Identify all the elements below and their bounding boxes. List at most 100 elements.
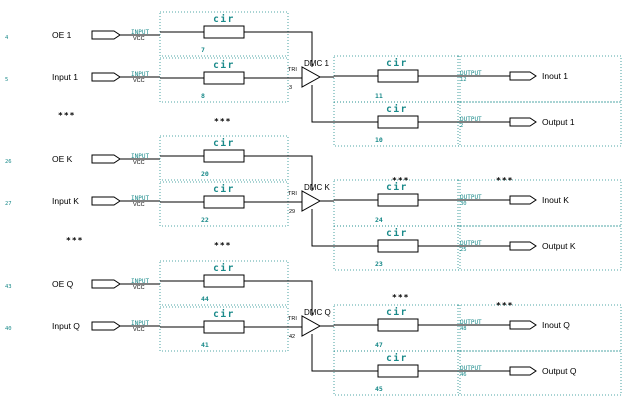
group-1-fb-cir-resistor-icon — [377, 115, 419, 129]
group-1-inout-output-tag: OUTPUT — [460, 70, 482, 77]
group-3-oe-cir-cir-label: cir — [213, 263, 235, 274]
group-3-output-port-icon — [509, 366, 537, 376]
group-2-buffer-label: DMC K — [304, 183, 330, 192]
group-1-in-cir-number: 8 — [201, 92, 205, 100]
ellipsis-5: *** — [392, 176, 409, 185]
group-2-oe-cir-block-outline — [159, 135, 289, 181]
group-2-tri-tag: TRI — [288, 191, 297, 197]
group-1-oe-cir-block-outline — [159, 11, 289, 57]
group-2-out-cir-number: 24 — [375, 216, 383, 224]
group-3-fb-cir-number: 45 — [375, 385, 383, 393]
group-1-output-output-tag: OUTPUT — [460, 116, 482, 123]
group-3-out-cir-resistor-icon — [377, 318, 419, 332]
group-3-buffer-pin: 42 — [289, 334, 295, 340]
group-1-output-pin-number: 2 — [460, 123, 463, 129]
group-1-oe-pin-number: 4 — [5, 35, 9, 41]
group-3-input-label: Input Q — [52, 321, 80, 331]
group-1-in-cir-resistor-icon — [203, 71, 245, 85]
group-1-input-port-icon — [91, 72, 121, 82]
group-3-inout-label: Inout Q — [542, 320, 570, 330]
group-2-input-pin-number: 27 — [5, 201, 12, 207]
group-1-oe-vcc-tag: VCC — [133, 36, 145, 42]
group-1-output-label: Output 1 — [542, 117, 575, 127]
group-2-input-input-tag: INPUT — [131, 195, 149, 202]
group-3-oe-vcc-tag: VCC — [133, 285, 145, 291]
group-1-inout-port-icon — [509, 71, 537, 81]
group-3-out-cir-cir-label: cir — [386, 307, 408, 318]
group-1-buffer-pin: 3 — [289, 85, 292, 91]
group-3-output-pin-number: 46 — [460, 372, 467, 378]
group-2-oe-cir-resistor-icon — [203, 149, 245, 163]
group-1-output-frame — [457, 101, 622, 147]
group-1-out-cir-cir-label: cir — [386, 58, 408, 69]
group-2-oe-input-tag: INPUT — [131, 153, 149, 160]
group-3-input-pin-number: 40 — [5, 326, 12, 332]
group-1-input-input-tag: INPUT — [131, 71, 149, 78]
ellipsis-6: *** — [496, 176, 513, 185]
group-1-feedback-wire — [311, 85, 334, 123]
group-2-enable-wire — [288, 155, 313, 191]
group-2-oe-cir-number: 20 — [201, 170, 209, 178]
group-3-enable-wire — [288, 280, 313, 316]
group-2-buffer-pin: 29 — [289, 209, 295, 215]
group-1-oe-cir-number: 7 — [201, 46, 205, 54]
group-2-in-cir-cir-label: cir — [213, 184, 235, 195]
group-1-tristate-buffer-icon — [301, 66, 322, 88]
group-3-input-input-tag: INPUT — [131, 320, 149, 327]
group-3-fb-cir-resistor-icon — [377, 364, 419, 378]
group-3-in-cir-cir-label: cir — [213, 309, 235, 320]
group-3-fb-cir-block-outline — [333, 350, 461, 396]
group-1-oe-input-tag: INPUT — [131, 29, 149, 36]
group-3-inout-port-icon — [509, 320, 537, 330]
group-2-tristate-buffer-icon — [301, 190, 322, 212]
group-3-tristate-buffer-icon — [301, 315, 322, 337]
group-2-oe-port-icon — [91, 154, 121, 164]
group-1-fb-cir-number: 10 — [375, 136, 383, 144]
group-2-in-cir-block-outline — [159, 181, 289, 227]
group-2-oe-pin-number: 26 — [5, 159, 12, 165]
group-2-out-cir-resistor-icon — [377, 193, 419, 207]
group-2-in-cir-number: 22 — [201, 216, 209, 224]
group-3-buffer-label: DMC Q — [304, 308, 331, 317]
group-1-enable-wire — [288, 31, 313, 67]
group-3-oe-input-tag: INPUT — [131, 278, 149, 285]
group-3-input-port-icon — [91, 321, 121, 331]
group-1-output-port-icon — [509, 117, 537, 127]
group-2-inout-port-icon — [509, 195, 537, 205]
group-2-oe-cir-cir-label: cir — [213, 138, 235, 149]
group-1-out-cir-resistor-icon — [377, 69, 419, 83]
group-3-output-label: Output Q — [542, 366, 577, 376]
group-1-input-vcc-tag: VCC — [133, 78, 145, 84]
group-3-oe-cir-resistor-icon — [203, 274, 245, 288]
group-2-inout-output-tag: OUTPUT — [460, 194, 482, 201]
group-2-output-pin-number: 25 — [460, 247, 467, 253]
group-2-output-frame — [457, 225, 622, 271]
group-1-fb-cir-cir-label: cir — [386, 104, 408, 115]
group-1-input-pin-number: 5 — [5, 77, 8, 83]
ellipsis-1: *** — [58, 111, 75, 120]
group-1-oe-port-icon — [91, 30, 121, 40]
group-2-output-port-icon — [509, 241, 537, 251]
group-2-oe-label: OE K — [52, 154, 73, 164]
group-2-fb-cir-resistor-icon — [377, 239, 419, 253]
group-2-inout-frame — [457, 179, 622, 227]
group-1-inout-pin-number: 12 — [460, 77, 467, 83]
group-2-in-cir-resistor-icon — [203, 195, 245, 209]
ellipsis-2: *** — [214, 117, 231, 126]
group-2-input-label: Input K — [52, 196, 79, 206]
group-1-fb-cir-block-outline — [333, 101, 461, 147]
group-3-inout-frame — [457, 304, 622, 352]
group-3-oe-cir-number: 44 — [201, 295, 209, 303]
group-2-input-port-icon — [91, 196, 121, 206]
group-1-in-cir-cir-label: cir — [213, 60, 235, 71]
ellipsis-3: *** — [66, 236, 83, 245]
group-2-output-output-tag: OUTPUT — [460, 240, 482, 247]
group-2-inout-pin-number: 30 — [460, 201, 467, 207]
group-1-tri-tag: TRI — [288, 67, 297, 73]
group-1-input-label: Input 1 — [52, 72, 78, 82]
group-1-inout-frame — [457, 55, 622, 103]
group-3-inout-output-tag: OUTPUT — [460, 319, 482, 326]
group-3-oe-label: OE Q — [52, 279, 74, 289]
group-3-fb-cir-cir-label: cir — [386, 353, 408, 364]
